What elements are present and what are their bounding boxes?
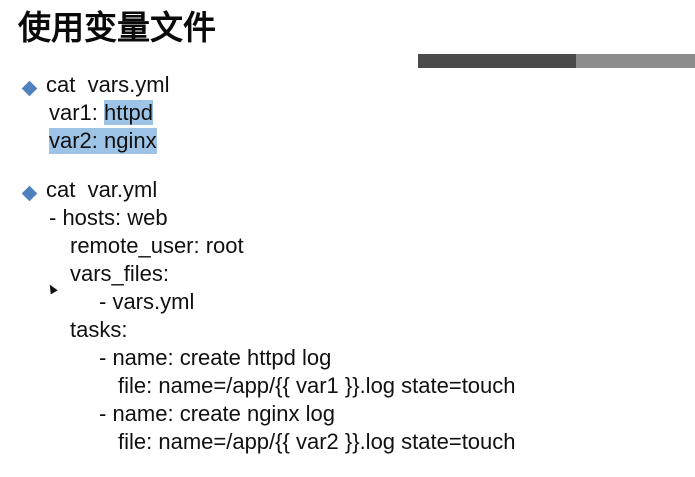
var1-key: var1: — [49, 100, 105, 125]
code-line: tasks: — [70, 317, 128, 342]
code-line: - vars.yml — [99, 289, 195, 314]
decorative-bar-dark — [418, 54, 576, 68]
code-line: vars_files: — [70, 261, 170, 286]
code-line: remote_user: root — [70, 233, 244, 258]
var1-value-highlighted: httpd — [104, 100, 153, 125]
code-line: - name: create httpd log — [99, 345, 332, 370]
section-heading-vars: cat vars.yml — [46, 72, 170, 97]
code-line-var2-highlighted: var2: nginx — [49, 128, 157, 154]
diamond-bullet-icon — [20, 77, 40, 99]
mouse-pointer-icon — [46, 282, 58, 295]
decorative-bar-light — [576, 54, 695, 68]
code-line: - name: create nginx log — [99, 401, 336, 426]
diamond-bullet-icon — [20, 182, 40, 204]
slide-title: 使用变量文件 — [18, 8, 216, 47]
code-line: file: name=/app/{{ var2 }}.log state=tou… — [118, 429, 516, 454]
code-line: file: name=/app/{{ var1 }}.log state=tou… — [118, 373, 516, 398]
section-heading-playbook: cat var.yml — [46, 177, 158, 202]
code-line-var1: var1: httpd — [49, 100, 153, 126]
code-line: - hosts: web — [49, 205, 168, 230]
